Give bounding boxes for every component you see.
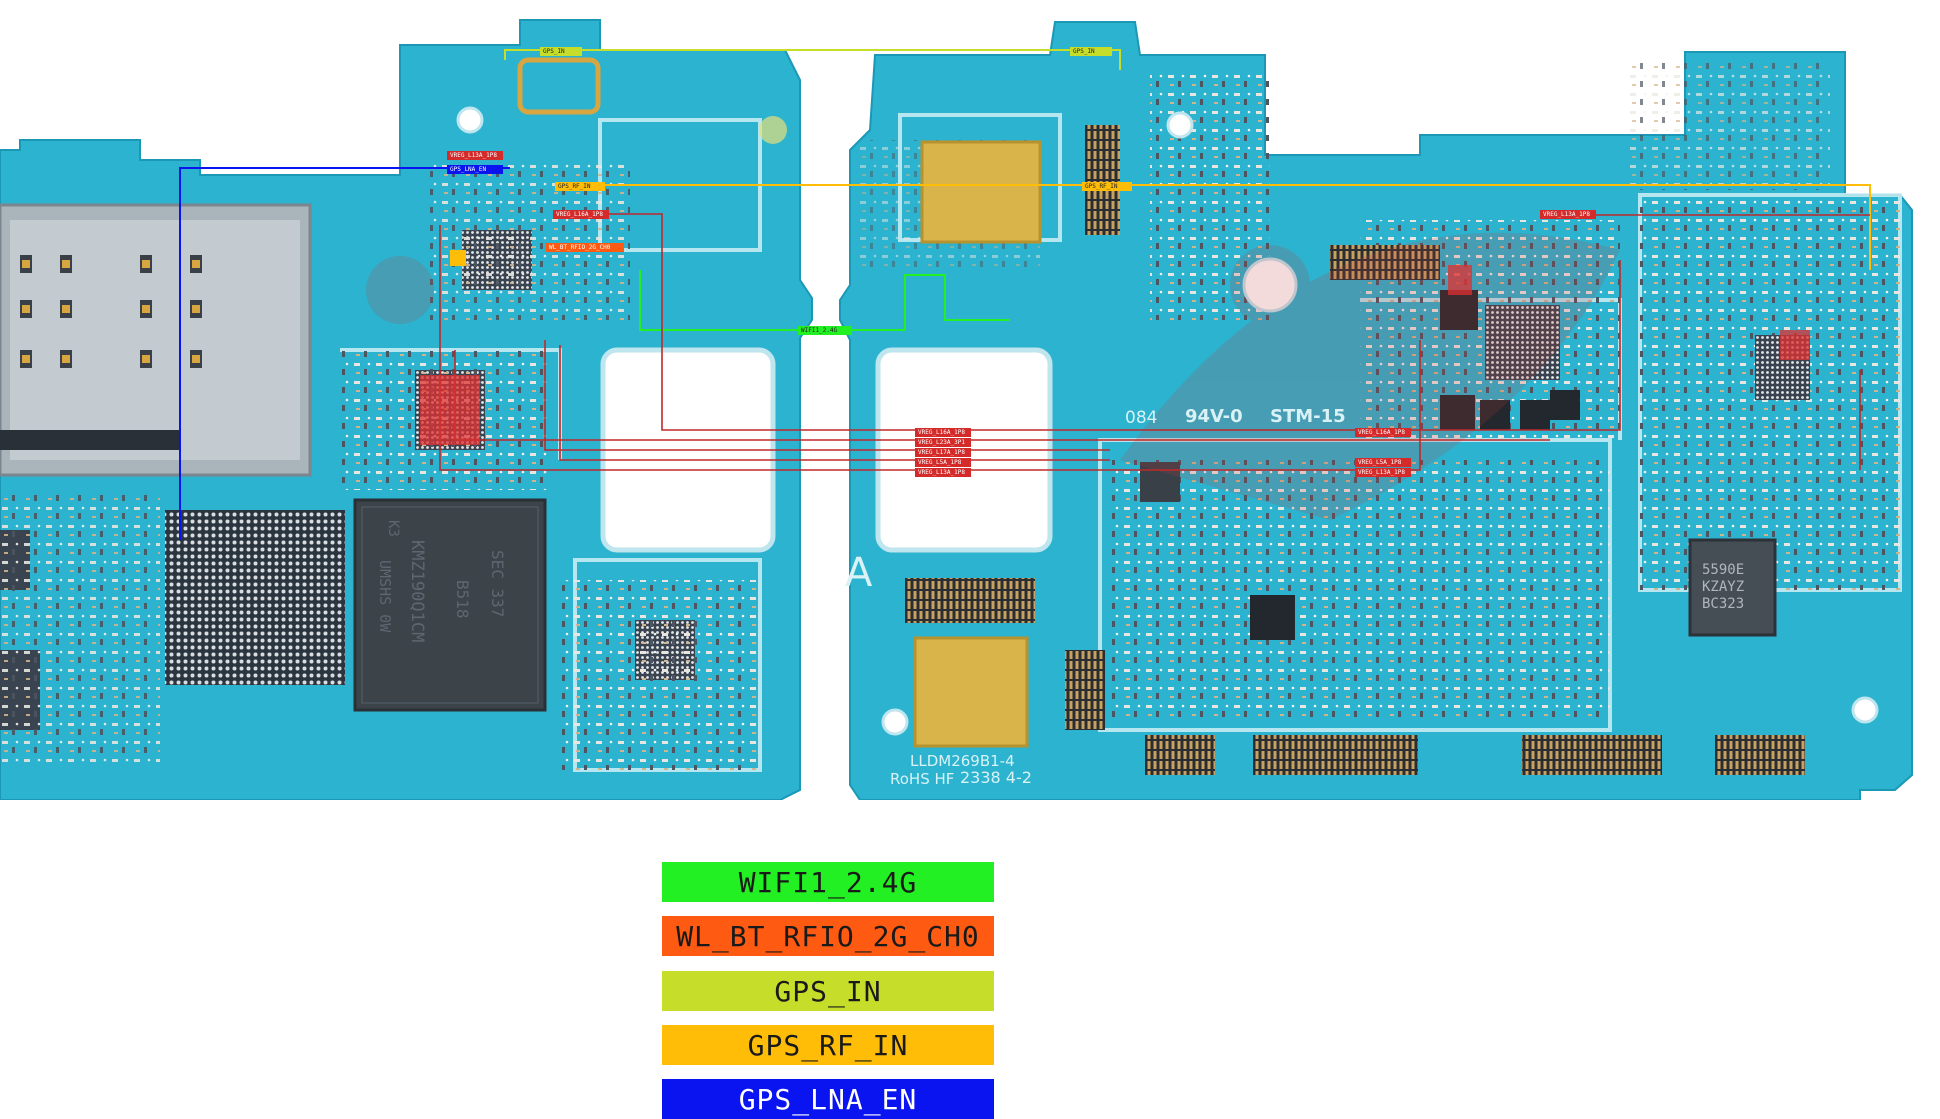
marker-vreg-center-1: VREG_L16A_1P8 xyxy=(915,428,971,437)
memory-chip-marking-4: B518 xyxy=(453,580,472,619)
legend-gps-lna-en: GPS_LNA_EN xyxy=(662,1079,994,1119)
processor-bga xyxy=(165,510,345,685)
silk-rating: 94V-0 xyxy=(1185,406,1243,427)
marker-vreg-center-3: VREG_L17A_1P8 xyxy=(915,448,971,457)
connector-6 xyxy=(1253,735,1418,775)
connector-5 xyxy=(1145,735,1215,775)
silk-date-code: 2338 4-2 xyxy=(960,768,1032,787)
marker-vreg-center-4: VREG_L5A_1P8 xyxy=(915,458,971,467)
connector-4 xyxy=(1065,650,1105,730)
memory-chip-marking-1: K3 xyxy=(385,520,401,537)
connector-1 xyxy=(1085,125,1120,235)
silk-board-id: 084 xyxy=(1125,408,1158,428)
marker-gps-lna-en: GPS_LNA_EN xyxy=(447,165,503,174)
legend-gps-rf-in: GPS_RF_IN xyxy=(662,1025,994,1065)
marker-vreg-right-2: VREG_L5A_1P8 xyxy=(1355,458,1411,467)
gps-in-trace xyxy=(504,49,1121,70)
connector-8 xyxy=(1715,735,1805,775)
pcb-board-diagram xyxy=(0,19,1913,800)
marker-wifi: WIFI1_2.4G xyxy=(798,326,852,335)
marker-gps-in-left: GPS_IN xyxy=(540,47,582,56)
connector-2 xyxy=(1330,245,1440,280)
marker-vreg-right-1: VREG_L16A_1P8 xyxy=(1355,428,1411,437)
marker-vreg-right-3: VREG_L13A_1P8 xyxy=(1355,468,1411,477)
marker-gps-in-right: GPS_IN xyxy=(1070,47,1112,56)
marker-gps-rf-in-left: GPS_RF_IN xyxy=(555,182,605,191)
marker-wl-bt: WL_BT_RFIO_2G_CH0 xyxy=(546,243,624,252)
gps-rf-in-trace xyxy=(555,184,1871,270)
silk-rohs: RoHS HF xyxy=(890,770,955,788)
silk-stm: STM-15 xyxy=(1270,406,1346,427)
marker-vreg-far: VREG_L13A_1P8 xyxy=(1540,210,1596,219)
wifi-trace xyxy=(639,270,1010,331)
marker-vreg-l13a: VREG_L13A_1P8 xyxy=(447,151,503,160)
silk-part-number: LLDM269B1-4 xyxy=(910,752,1015,770)
memory-chip-marking-2: KMZ190Q1CM xyxy=(407,540,427,643)
gold-shield-bottom xyxy=(913,636,1029,748)
memory-chip-marking-3: SEC 337 xyxy=(488,550,507,618)
marker-gps-rf-in-right: GPS_RF_IN xyxy=(1082,182,1132,191)
silk-letter-a: A xyxy=(845,550,873,596)
legend-gps-in: GPS_IN xyxy=(662,971,994,1011)
rf-chip-marking-3: BC323 xyxy=(1702,596,1745,612)
gps-lna-en-trace xyxy=(179,167,510,540)
legend-wl-bt-rfio: WL_BT_RFIO_2G_CH0 xyxy=(662,916,994,956)
rf-transceiver-chip xyxy=(1688,538,1777,637)
marker-vreg-l16a-left: VREG_L16A_1P8 xyxy=(553,210,609,219)
sim-card-tray xyxy=(0,203,312,477)
gold-shield-top xyxy=(920,140,1042,244)
marker-vreg-center-2: VREG_L23A_3P1 xyxy=(915,438,971,447)
legend-wifi: WIFI1_2.4G xyxy=(662,862,994,902)
connector-3 xyxy=(905,578,1035,623)
marker-vreg-center-5: VREG_L13A_1P8 xyxy=(915,468,971,477)
memory-chip-marking-5: UMSHS 0W xyxy=(376,560,394,633)
rf-chip-marking-1: 5590E xyxy=(1702,562,1745,578)
rf-chip-marking-2: KZAYZ xyxy=(1702,579,1745,595)
memory-chip xyxy=(353,498,547,712)
connector-7 xyxy=(1522,735,1662,775)
